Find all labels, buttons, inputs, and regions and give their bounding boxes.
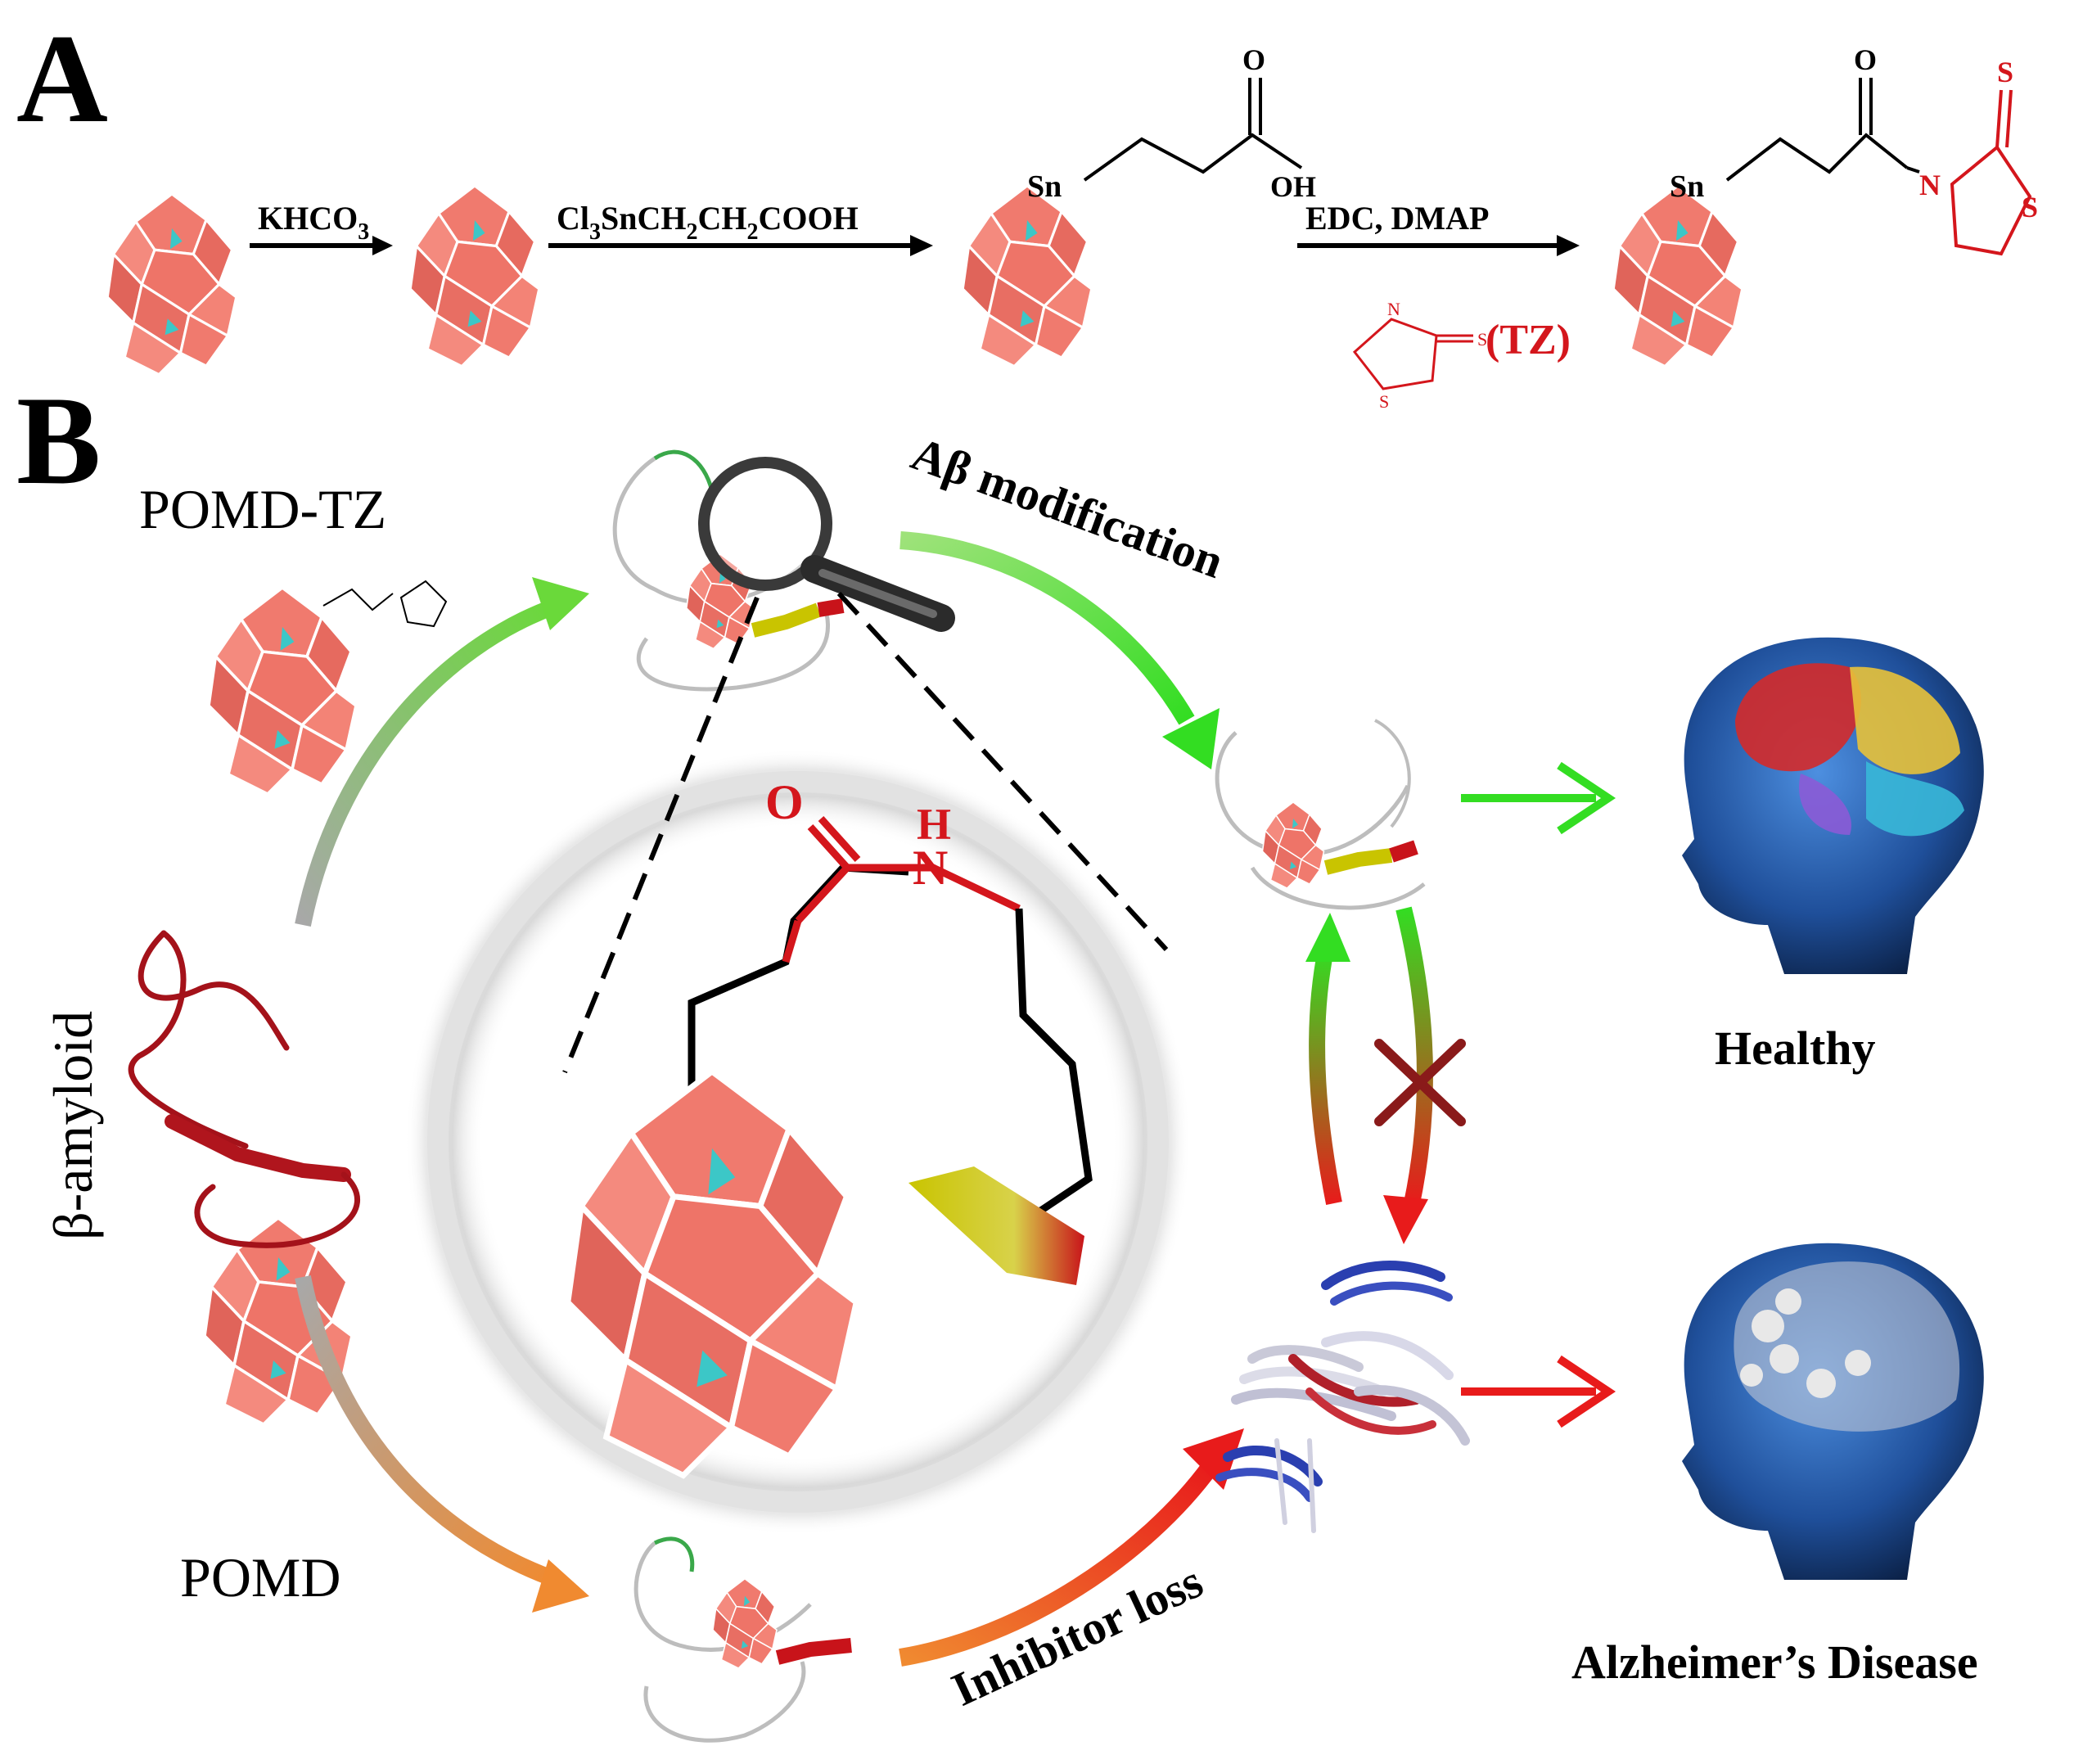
atom-o-1: O [1242,43,1265,76]
sn-acid-structure: Sn O OH [1027,43,1316,204]
tz-atom-n: N [1387,299,1400,319]
modified-complex [1215,719,1426,910]
atom-n-product: N [1919,169,1941,201]
arrow-to-healthy [1461,761,1616,835]
pomd-tz-linker [322,580,448,628]
pomd-cluster [203,1216,354,1426]
tz-reagent-structure: N S S [1352,299,1487,412]
label-ab-modification: Aβ modification [905,426,1231,589]
top-complex [612,449,845,692]
healthy-brain-icon [1682,637,1984,974]
reagent-cl3sn: Cl3SnCH2CH2COOH [557,200,859,245]
pom-cluster-3 [961,184,1093,368]
zoom-atom-h: H [917,800,951,849]
label-alzheimers: Alzheimer’s Disease [1571,1635,1978,1689]
label-beta-amyloid: β-amyloid [42,1011,104,1240]
magnifier-icon [698,457,955,632]
pom-cluster-1 [106,192,238,377]
alzheimers-brain-icon [1682,1243,1984,1580]
zoom-helix-ribbon [909,1166,1084,1285]
bottom-complex [633,1536,852,1743]
amyloid-fibril-bundle [1215,1261,1470,1533]
atom-s-top: S [1997,56,2013,88]
beta-amyloid-peptide [128,930,360,1248]
arrow-ab-modification [899,531,1220,769]
pom-cluster-2 [408,184,541,368]
atom-oh: OH [1270,170,1316,203]
tz-atom-s1: S [1477,329,1487,350]
reaction-arrow-2 [548,235,933,256]
arrow-to-alzheimers [1461,1355,1616,1428]
pomd-tz-cluster [207,586,358,796]
pom-cluster-4 [1612,184,1744,368]
atom-o-2: O [1854,43,1877,76]
zoom-atom-n: N [913,841,948,895]
arrow-reverse-up [1305,913,1350,1205]
label-pomd-tz: POMD-TZ [139,478,386,540]
label-pomd: POMD [180,1546,341,1608]
panel-b-label: B [16,370,101,511]
product-structure: Sn O N S S [1670,43,2038,256]
label-healthy: Healthy [1715,1022,1876,1075]
blocked-cross-icon [1374,1039,1466,1126]
reaction-arrow-1 [250,236,393,255]
tz-label: (TZ) [1486,317,1571,363]
arrow-blocked-down [1383,906,1433,1244]
reaction-arrow-3 [1297,235,1580,256]
zoom-atom-o: O [765,775,804,829]
atom-s-ring: S [2022,191,2038,223]
reagent-khco3: KHCO3 [258,200,369,245]
reagent-edc-dmap: EDC, DMAP [1305,200,1489,237]
zoom-ring-outline [427,771,1169,1513]
panel-a-label: A [16,8,108,149]
zoom-dashed-lines [562,591,1169,1074]
atom-sn-2: Sn [1670,169,1704,204]
arrow-to-pomd-complex [295,1275,589,1613]
arrow-to-pomd-tz-complex [295,577,589,927]
tz-atom-s2: S [1379,391,1389,412]
atom-sn-1: Sn [1027,169,1062,204]
